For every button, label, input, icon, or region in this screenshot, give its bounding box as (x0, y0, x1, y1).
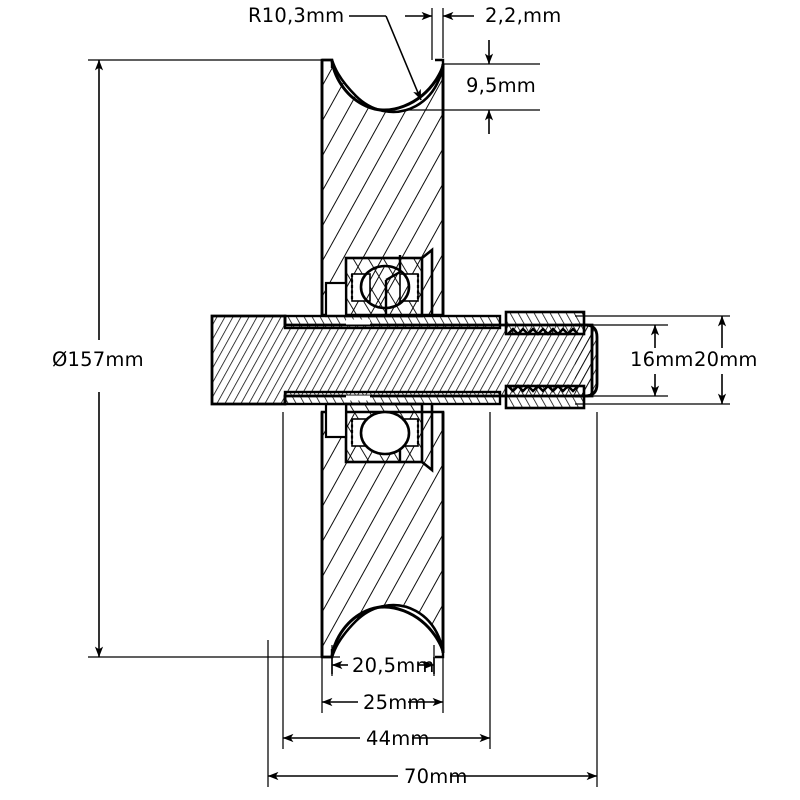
nut-lower-body (504, 384, 586, 410)
dim-label-rim-width: 25mm (363, 691, 427, 714)
bearing-upper-retainer (421, 247, 434, 316)
dim-label-groove-radius: R10,3mm (248, 4, 344, 27)
dim-label-outer-diameter: Ø157mm (52, 348, 144, 371)
dim-bearing-span: 44mm (282, 727, 491, 750)
dim-label-overall-length: 70mm (404, 765, 468, 788)
ball-bearing-lower (324, 402, 434, 473)
dim-label-flange-thickness: 2,2,mm (485, 4, 561, 27)
dim-label-hub-width-outer: 20mm (694, 348, 758, 371)
bearing-lower-ball (359, 410, 411, 456)
dim-hub-width-inner: 16mm (630, 324, 694, 397)
groove-arc-upper (330, 60, 445, 112)
dim-radius-leader-angled (385, 15, 422, 101)
groove-shoulder-right-upper (435, 58, 445, 70)
dim-label-groove-depth: 9,5mm (466, 74, 536, 97)
dim-label-bearing-span: 44mm (366, 727, 430, 750)
dim-groove-radius: R10,3mm (248, 4, 422, 101)
sheave-rim-upper (320, 58, 445, 317)
nut-upper-body (504, 310, 586, 336)
hub-sleeve-top (283, 314, 502, 330)
bearing-upper-spacer-left (324, 281, 348, 318)
dim-hub-width-outer: 20mm (694, 315, 758, 405)
nut-thread-upper (507, 327, 579, 336)
dim-label-hub-width-inner: 16mm (630, 348, 694, 371)
nut-thread-lower (507, 384, 579, 393)
dim-overall-length: 70mm (267, 765, 598, 788)
dim-rim-width: 25mm (321, 691, 444, 714)
bearing-upper-ball (359, 264, 411, 310)
dim-groove-depth: 9,5mm (466, 40, 536, 134)
dim-label-groove-bottom-width: 20,5mm (352, 654, 435, 677)
groove-arc-lower (330, 605, 445, 657)
bearing-lower-spacer-left (324, 402, 348, 439)
dim-flange-thickness: 2,2,mm (405, 4, 561, 27)
ball-bearing-upper (324, 247, 434, 318)
groove-shoulder-left-upper (322, 58, 334, 68)
bearing-lower-retainer (421, 404, 434, 473)
threaded-nut (504, 310, 586, 410)
hub-sleeves (283, 314, 502, 406)
shaft-right-end (575, 323, 599, 398)
groove-shoulder-right-lower (435, 647, 445, 659)
hub-sleeve-bottom (283, 390, 502, 406)
dim-outer-diameter: Ø157mm (52, 59, 144, 658)
dim-groove-bottom-width: 20,5mm (331, 654, 435, 677)
